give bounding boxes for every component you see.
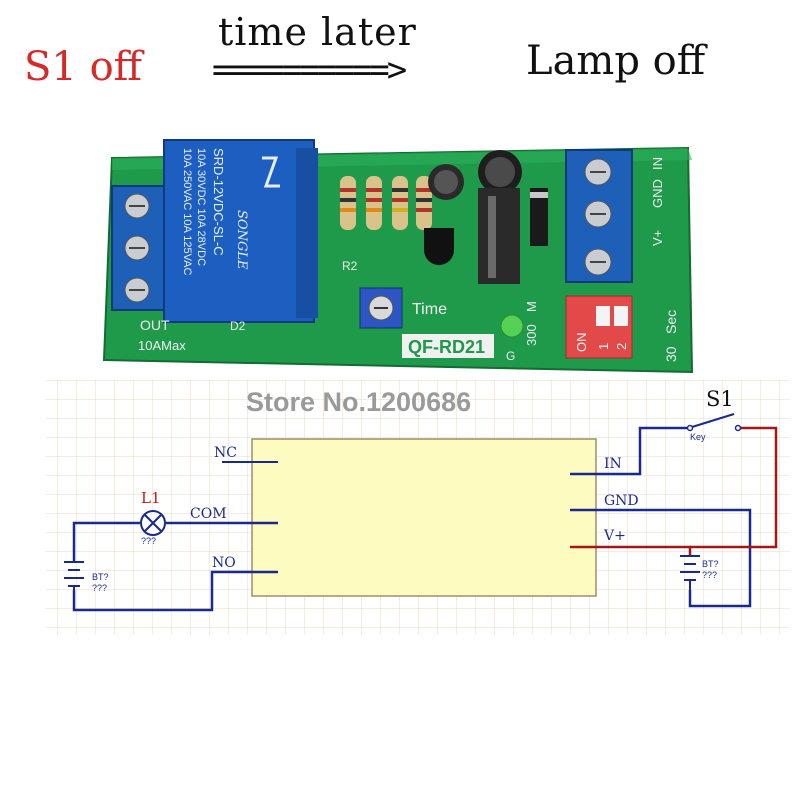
resistor <box>416 176 432 230</box>
transistor <box>424 228 454 265</box>
silk-dip-1: 1 <box>596 343 611 350</box>
relay-brand: SONGLE <box>234 210 249 270</box>
switch-s1-icon <box>686 413 742 432</box>
pin-nc: NC <box>214 445 237 461</box>
battery-left-label: BT? <box>92 572 109 582</box>
relay-spec-2: 10A 30VDC 10A 28VDC <box>195 148 207 266</box>
dip-switch-lever-1 <box>596 306 610 326</box>
silk-sec: Sec <box>663 310 679 334</box>
silk-m: M <box>524 301 539 312</box>
lamp-label: L1 <box>141 489 161 507</box>
pin-com: COM <box>190 506 227 522</box>
model-plate <box>402 334 494 358</box>
wire-lamp-battery <box>72 521 140 562</box>
wire-battery-no <box>72 570 278 612</box>
dip-switch-lever-2 <box>614 306 628 326</box>
lamp-l1-icon <box>140 510 166 536</box>
silk-dip-2: 2 <box>614 343 629 350</box>
lamp-off-label: Lamp off <box>526 38 706 84</box>
terminal-screw <box>124 235 150 261</box>
model-label: QF-RD21 <box>408 337 485 357</box>
silk-in: IN <box>650 157 665 170</box>
terminal-screw <box>584 248 612 276</box>
relay-body <box>163 139 315 323</box>
battery-right-sub: ??? <box>702 570 717 580</box>
wire-gnd-battery <box>570 508 752 608</box>
terminal-screw <box>124 277 150 303</box>
capacitor-body <box>478 188 520 284</box>
pin-in: IN <box>604 456 622 472</box>
pin-gnd: GND <box>604 493 639 509</box>
relay-side <box>296 148 318 318</box>
s1-off-label: S1 off <box>24 44 143 90</box>
electrolytic-capacitor <box>478 150 522 194</box>
battery-left-icon <box>64 561 84 590</box>
pin-vplus: V+ <box>603 528 626 544</box>
relay-board-photo: 10A 250VAC 10A 125VAC 10A 30VDC 10A 28VD… <box>102 139 694 374</box>
wire-in-switch <box>570 426 688 476</box>
resistor <box>366 176 382 230</box>
relay-spec-1: 10A 250VAC 10A 125VAC <box>181 148 193 275</box>
battery-left-sub: ??? <box>92 583 107 593</box>
resistor <box>340 176 356 230</box>
silk-out-rating: 10AMax <box>138 338 186 353</box>
time-later-caption: time later <box>218 10 417 54</box>
capacitor-stripe <box>488 196 496 278</box>
silk-g: G <box>506 349 515 363</box>
diode <box>530 188 548 246</box>
silk-30: 30 <box>663 346 679 362</box>
switch-label: S1 <box>706 387 734 411</box>
silk-gnd: GND <box>650 179 665 208</box>
terminal-screw <box>584 158 612 186</box>
silk-d2: D2 <box>230 319 246 333</box>
lamp-sub: ??? <box>141 536 156 546</box>
silk-time: Time <box>412 301 447 318</box>
switch-sub: Key <box>690 432 706 442</box>
led-indicator <box>500 314 524 338</box>
pin-no: NO <box>212 555 236 571</box>
silk-out: OUT <box>140 317 170 333</box>
battery-right-icon <box>680 555 700 590</box>
battery-right-label: BT? <box>702 559 719 569</box>
terminal-screw <box>124 193 150 219</box>
resistor <box>392 176 408 230</box>
store-watermark: Store No.1200686 <box>246 387 471 417</box>
silk-300: 300 <box>524 324 539 346</box>
silk-on: ON <box>574 333 589 353</box>
relay-model: SRD-12VDC-SL-C <box>211 148 226 256</box>
silk-r2: R2 <box>342 259 358 273</box>
timer-module-box <box>251 438 597 597</box>
songle-logo-icon <box>262 156 280 188</box>
silk-vplus: V+ <box>650 230 665 246</box>
electrolytic-capacitor <box>428 164 464 200</box>
terminal-screw <box>584 200 612 228</box>
arrow-glyph: ==========> <box>212 50 407 90</box>
diode-band <box>530 192 548 198</box>
wire-switch-vplus <box>690 426 778 549</box>
wiring-schematic: Store No.1200686 NC COM NO IN GND V+ L1 … <box>45 380 790 635</box>
